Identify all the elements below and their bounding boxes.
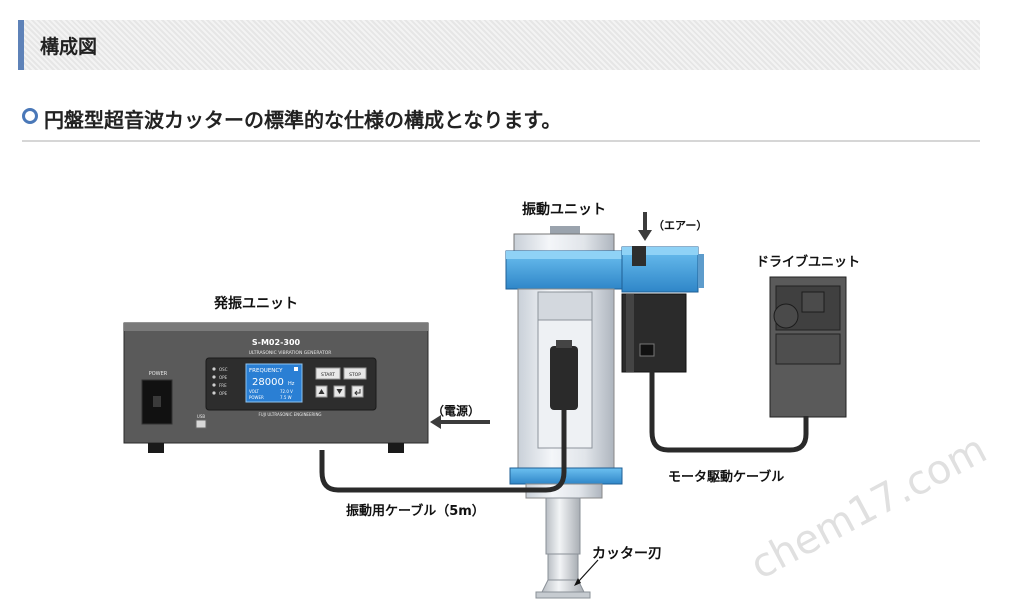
motor-cable-label: モータ駆動ケーブル [668,469,784,485]
generator-subtitle: ULTRASONIC VIBRATION GENERATOR [249,350,332,356]
cutter-horn [535,497,591,599]
cutter-blade-label: カッター刃 [592,546,662,562]
lcd-frequency: 28000 [252,377,284,388]
start-label: START [321,372,335,378]
power-arrow-icon [430,415,441,429]
usb-label: USB [197,414,205,419]
enter-button[interactable] [351,385,364,398]
air-arrow-icon [638,230,652,241]
configuration-diagram: chem17.com chem17.com 発振ユニット S-M02-300 U… [12,150,994,599]
cable-connector [550,346,578,410]
down-arrow-icon [336,389,343,394]
lcd-volt-label: VOLT [249,389,259,394]
indicator-label: OPE [219,375,228,380]
drive-unit-label: ドライブユニット [756,254,860,270]
lcd-screen [245,363,303,403]
lcd-indicator-icon [294,367,298,371]
subtitle-row: 円盤型超音波カッターの標準的な仕様の構成となります。 [22,104,980,142]
enter-icon [354,389,361,396]
indicator-led [212,383,216,387]
power-label: POWER [149,371,168,377]
section-title: 構成図 [40,36,98,58]
lcd-title: FREQUENCY [249,368,283,374]
air-label: （エアー） [653,219,707,232]
lcd-power-value: 7.5 W [280,395,292,400]
lcd-power-label: POWER [249,395,264,400]
generator-model: S-M02-300 [252,338,301,347]
indicator-label: FRE [219,383,227,388]
circle-bullet-icon [22,108,38,124]
usb-port[interactable] [195,419,207,429]
vibration-unit [505,226,704,499]
generator-unit: S-M02-300 ULTRASONIC VIBRATION GENERATOR… [123,322,429,453]
start-button[interactable] [315,367,341,380]
power-supply-label: （電源） [432,403,480,418]
indicator-led [212,367,216,371]
subtitle-text: 円盤型超音波カッターの標準的な仕様の構成となります。 [44,108,562,132]
indicator-label: OSC [219,367,228,372]
indicator-led [212,391,216,395]
vibration-unit-label: 振動ユニット [522,201,606,218]
indicator-label: OPE [219,391,228,396]
up-arrow-icon [318,389,325,394]
indicator-led [212,375,216,379]
section-header: 構成図 [18,20,980,70]
vibration-cable-label: 振動用ケーブル（5m） [346,503,485,519]
stop-label: STOP [349,372,361,378]
lcd-volt-value: 72.0 V [280,389,293,394]
maker-label: FUJI ULTRASONIC ENGINEERING [258,412,321,417]
vibration-cable [319,410,567,493]
drive-unit [769,276,847,418]
cutter-pointer-icon [574,578,581,586]
generator-unit-label: 発振ユニット [213,295,298,312]
cutter-pointer-line [577,559,599,583]
watermark-top: chem17.com [12,150,208,158]
motor-drive-cable [649,370,809,453]
stop-button[interactable] [343,367,367,380]
lcd-unit: Hz [288,381,295,387]
